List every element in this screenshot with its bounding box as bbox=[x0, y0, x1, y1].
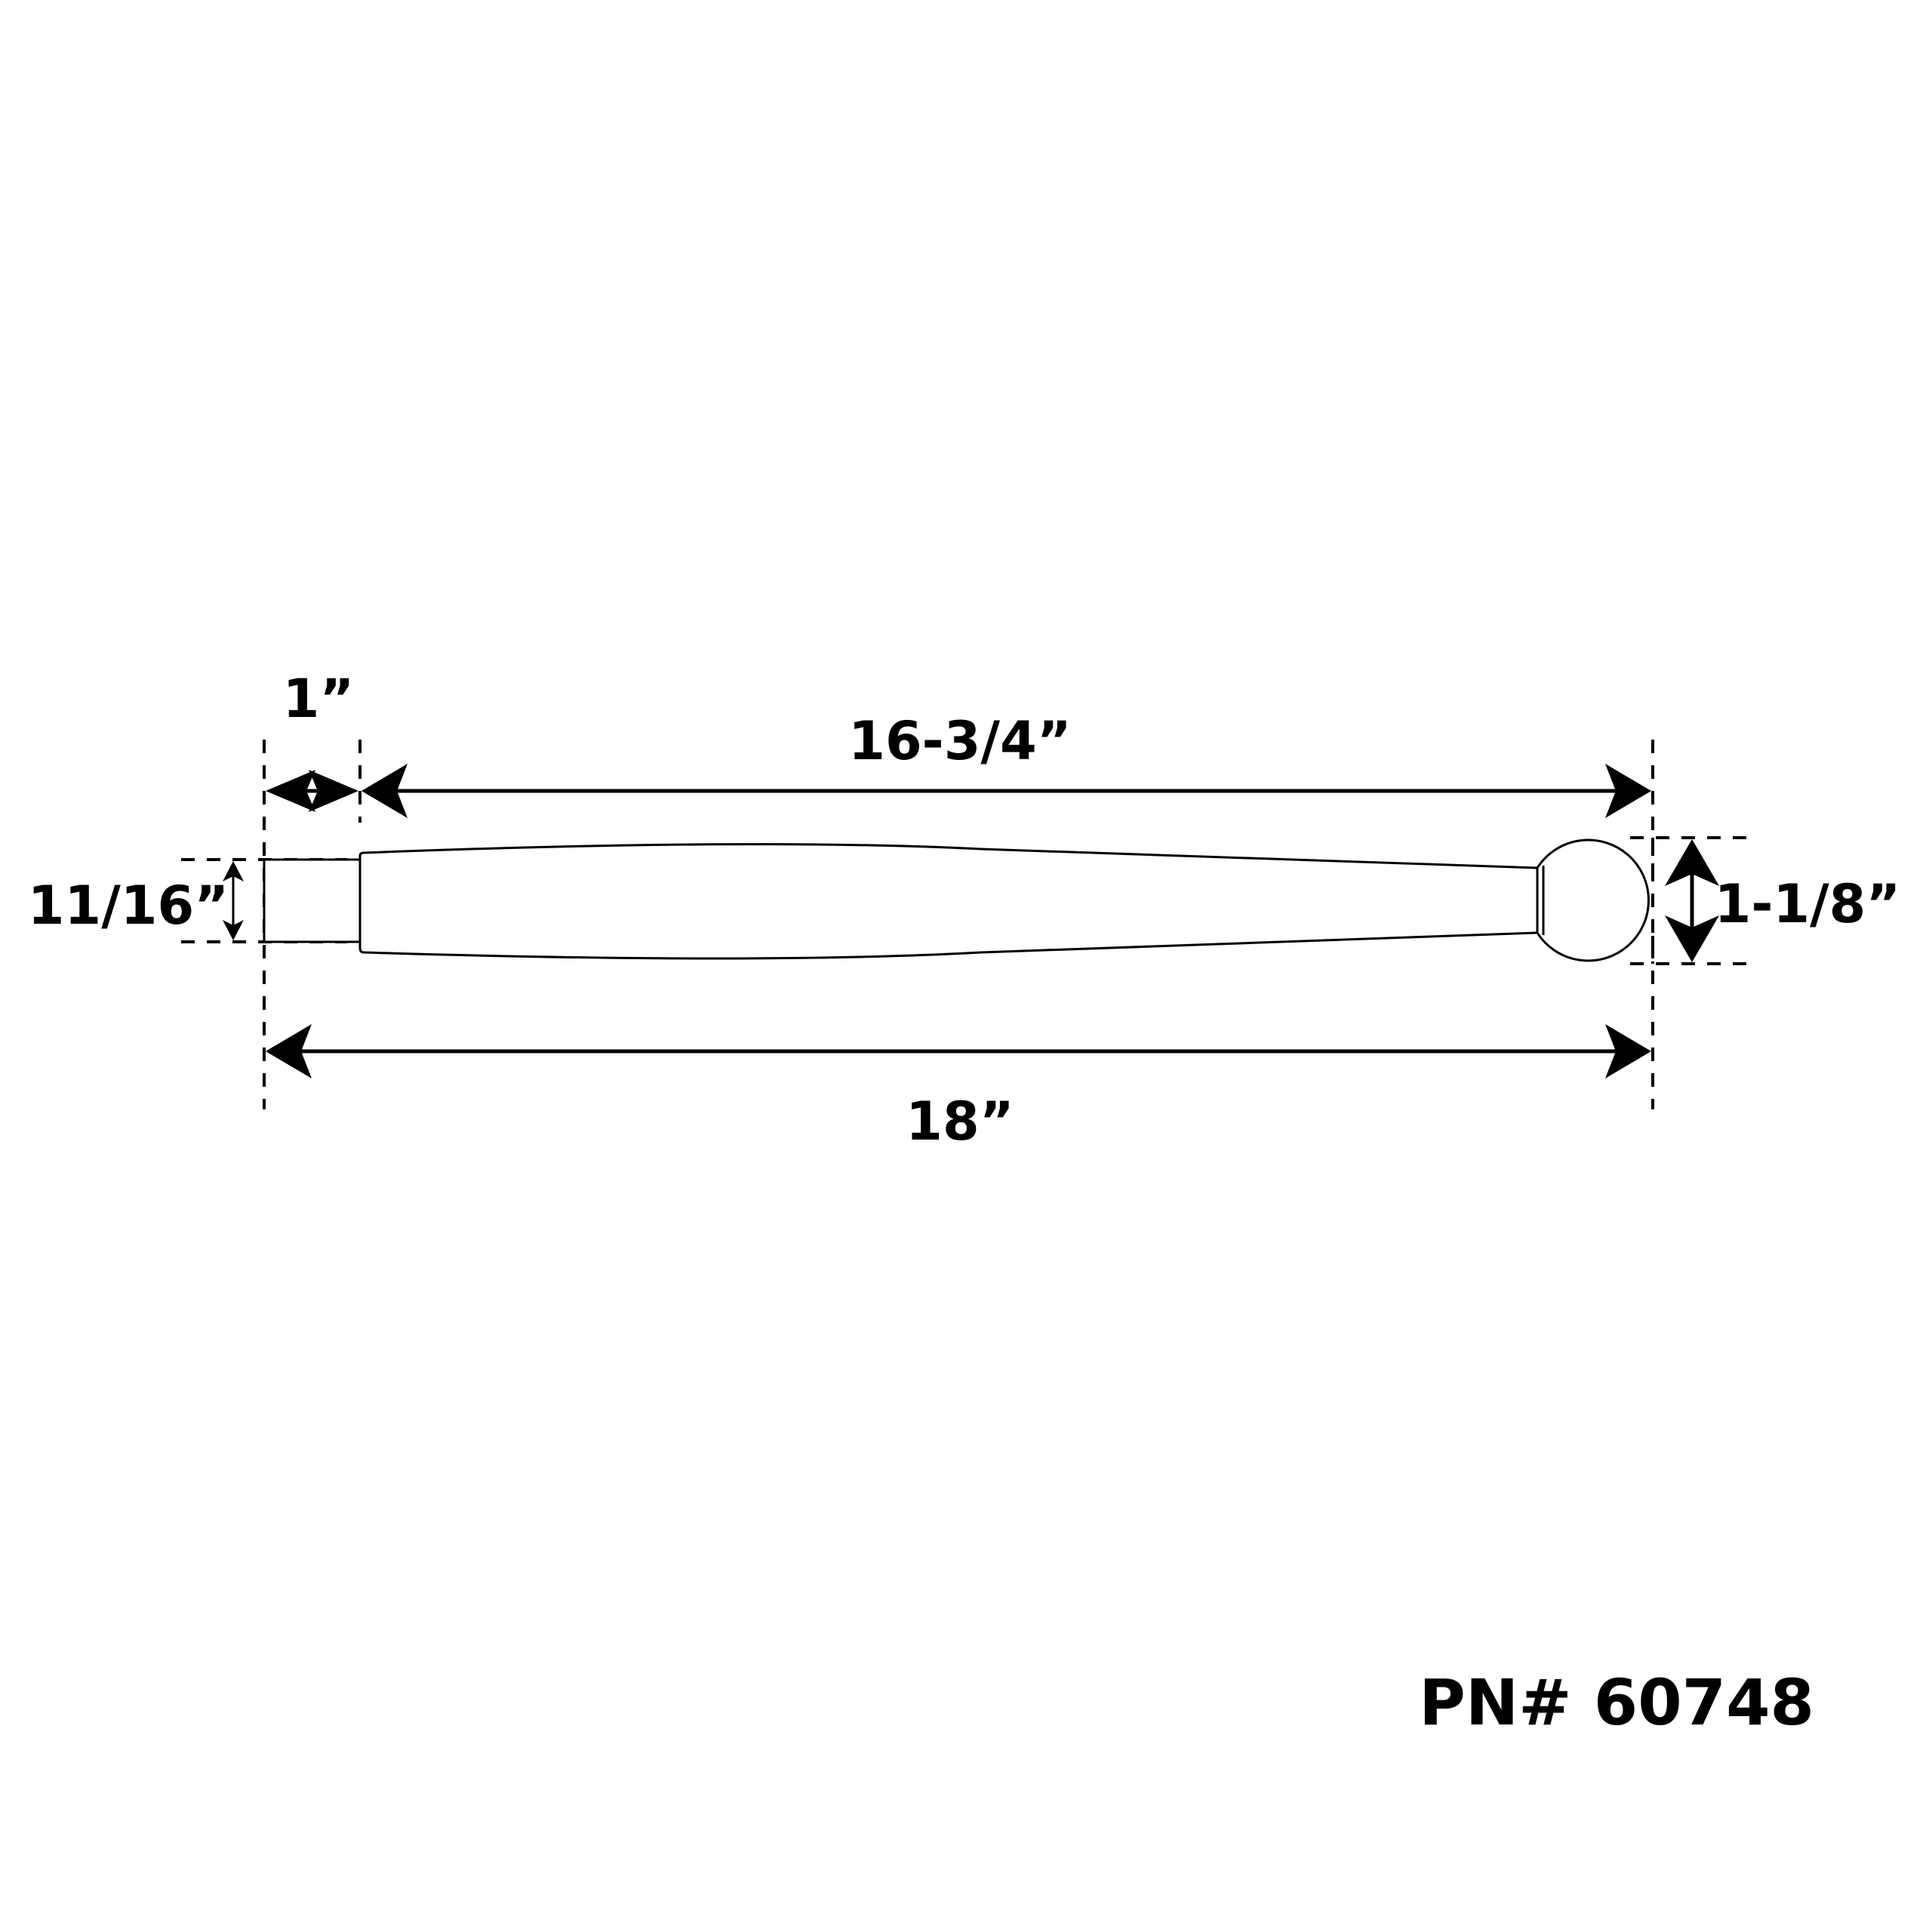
spindle-ball bbox=[1536, 838, 1650, 962]
label-overall-length: 18” bbox=[906, 1091, 1014, 1152]
spindle-tenon bbox=[263, 858, 361, 943]
spindle-body bbox=[358, 843, 1539, 960]
label-ball-diameter: 1-1/8” bbox=[1715, 873, 1901, 935]
arrowhead-down-icon bbox=[1665, 915, 1719, 962]
spindle-outline bbox=[263, 838, 1650, 962]
arrowhead-left-icon bbox=[266, 770, 315, 812]
label-tenon-length: 1” bbox=[283, 668, 355, 730]
dimension-overall-length bbox=[266, 1024, 1651, 1078]
dimension-body-length bbox=[361, 764, 1651, 818]
arrowhead-down-icon bbox=[223, 920, 244, 940]
arrowhead-left-icon bbox=[266, 1024, 312, 1078]
arrowhead-up-icon bbox=[1665, 839, 1719, 886]
dimension-ball-diameter bbox=[1665, 839, 1719, 962]
label-body-length: 16-3/4” bbox=[848, 710, 1071, 772]
arrowhead-right-icon bbox=[1605, 764, 1651, 818]
part-number: PN# 60748 bbox=[1419, 1666, 1814, 1740]
arrowhead-right-icon bbox=[309, 770, 358, 812]
dimension-tenon-diameter bbox=[223, 861, 244, 940]
arrowhead-left-icon bbox=[361, 764, 408, 818]
dimension-tenon-length bbox=[266, 770, 358, 812]
arrowhead-right-icon bbox=[1605, 1024, 1651, 1078]
label-tenon-diameter: 11/16” bbox=[28, 875, 229, 937]
arrowhead-up-icon bbox=[223, 861, 244, 881]
